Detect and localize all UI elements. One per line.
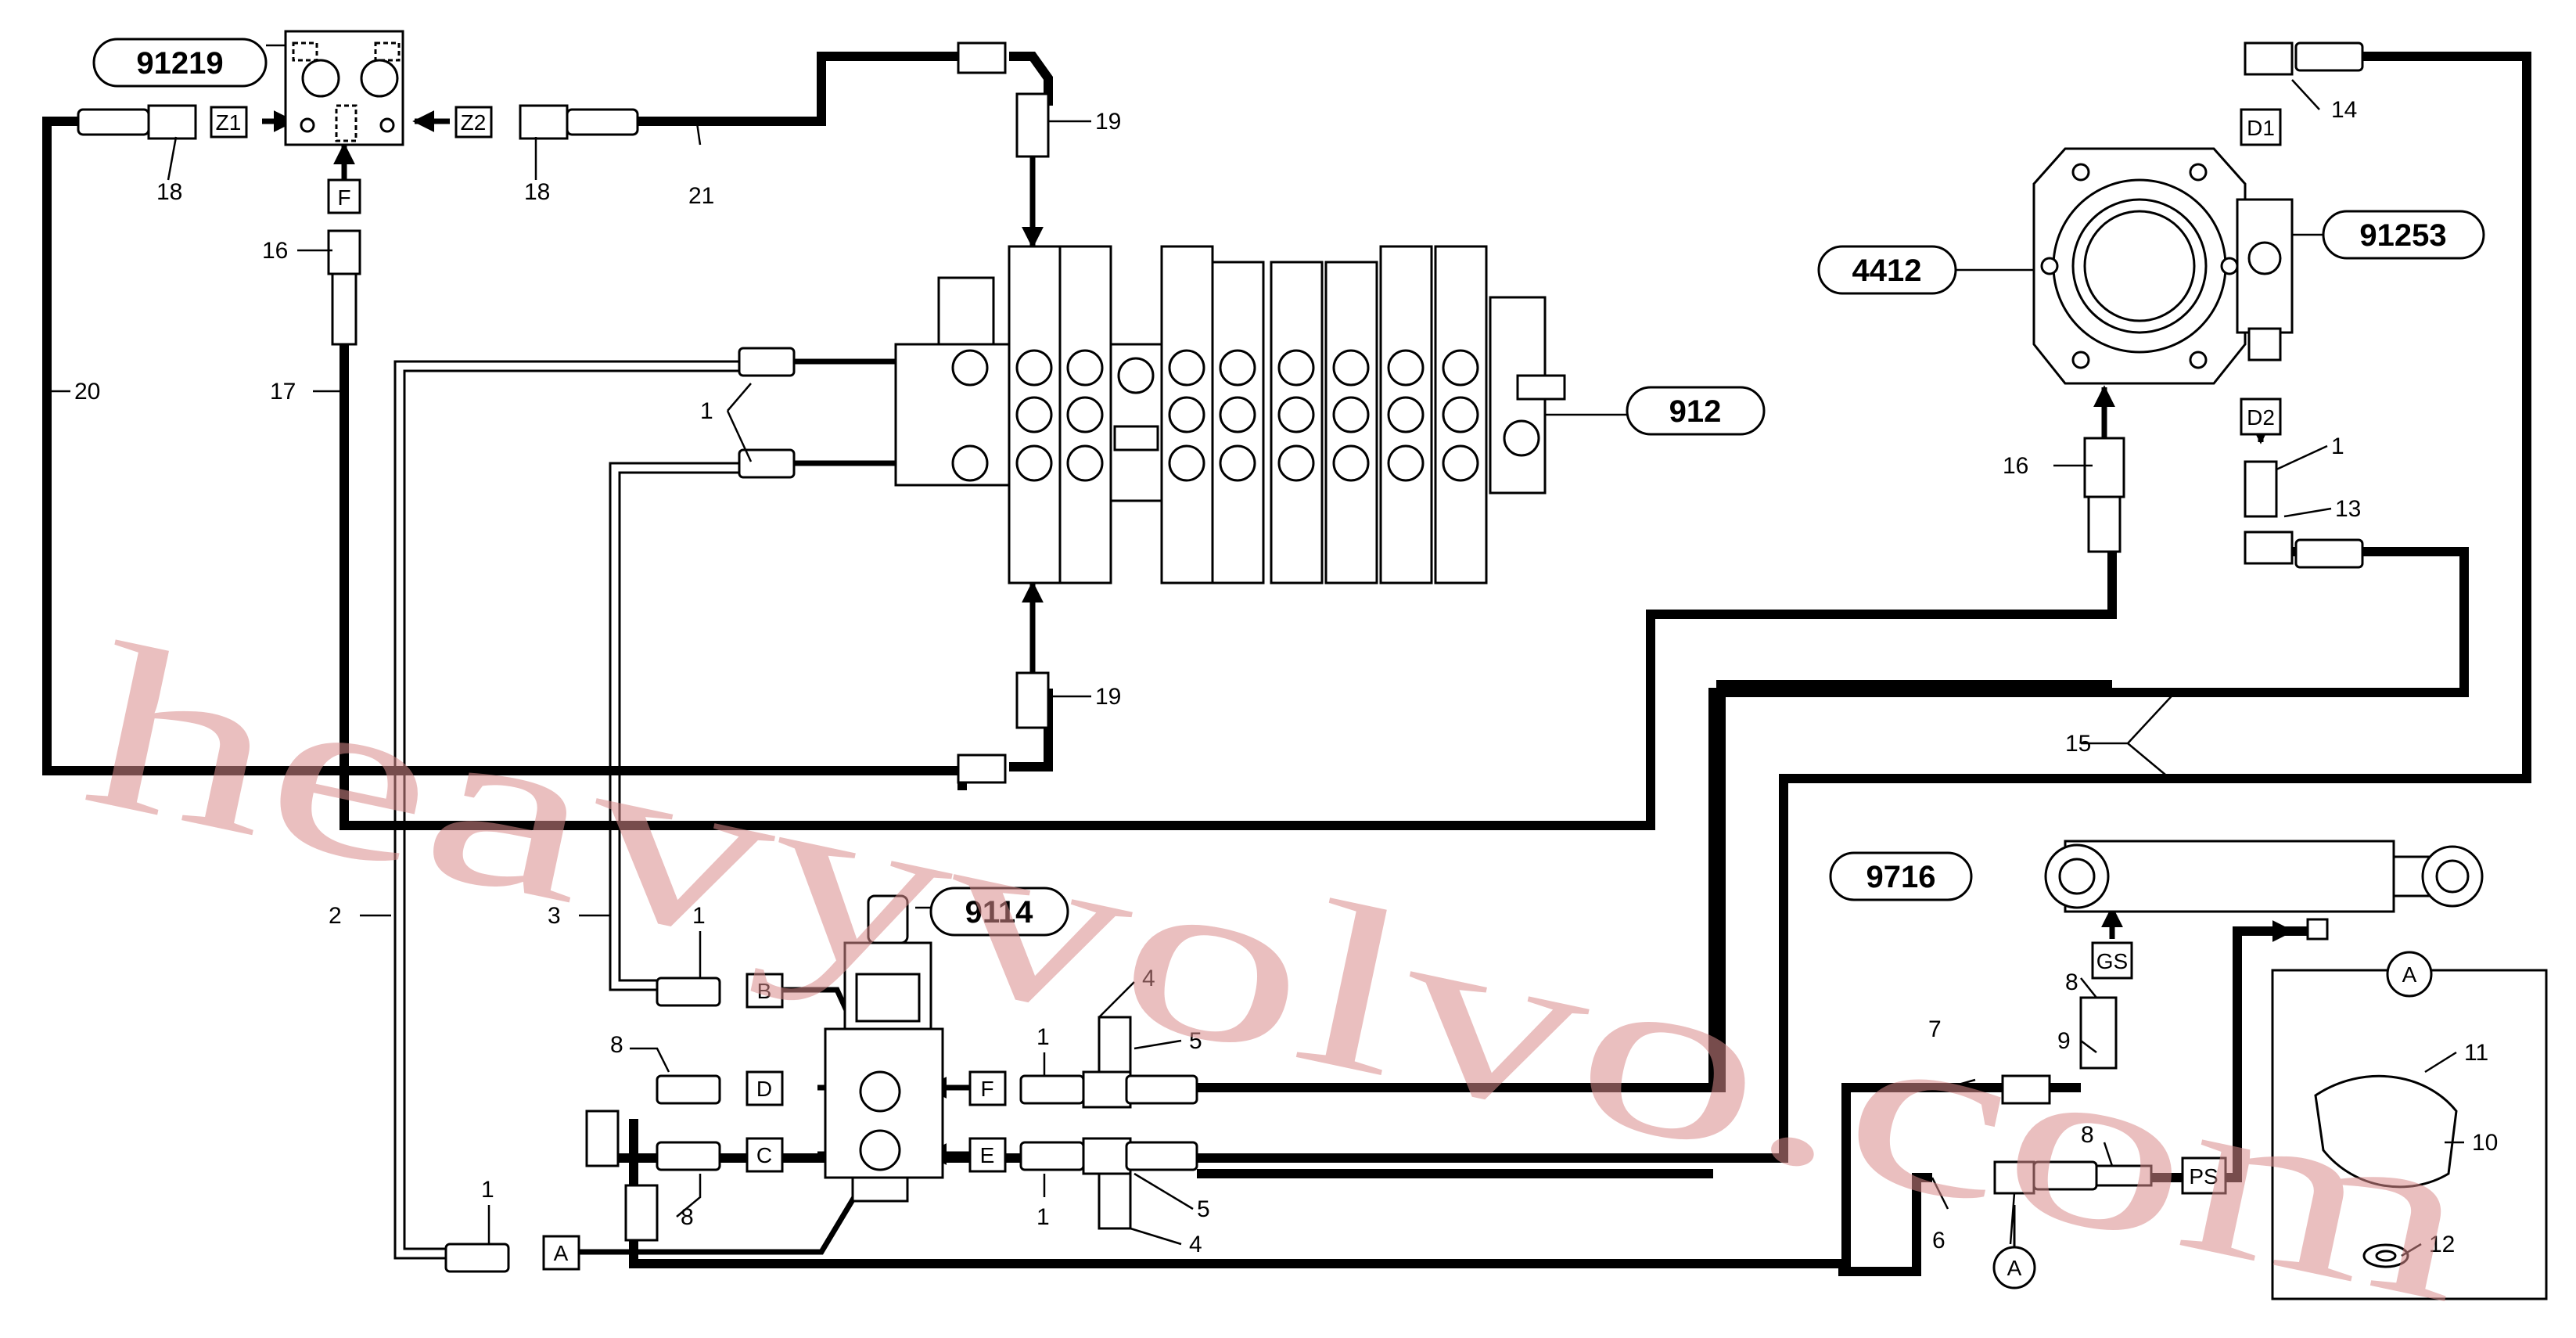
svg-text:91219: 91219 — [136, 46, 223, 81]
detail-a-marker: A — [1992, 1205, 2036, 1289]
callout-14: 14 — [2331, 97, 2357, 123]
callout-18a: 18 — [156, 179, 182, 205]
callout-1d: 1 — [1037, 1024, 1050, 1050]
callout-20: 20 — [74, 379, 100, 405]
pill-4412: 4412 — [1817, 245, 1957, 295]
port-b: B — [745, 973, 784, 1009]
svg-text:B: B — [757, 979, 772, 1003]
port-f-mid: F — [968, 1070, 1007, 1106]
port-z1: Z1 — [210, 106, 248, 138]
callout-19b: 19 — [1095, 684, 1121, 710]
callout-13: 13 — [2335, 496, 2361, 522]
callout-19a: 19 — [1095, 109, 1121, 135]
port-d1: D1 — [2240, 108, 2282, 146]
port-z2: Z2 — [454, 106, 493, 138]
fittings-9114 — [444, 977, 2153, 1273]
callout-1a: 1 — [700, 398, 713, 424]
leader-lines — [43, 44, 2464, 1257]
valve-9114 — [824, 894, 944, 1203]
callout-18b: 18 — [524, 179, 550, 205]
port-d2: D2 — [2240, 397, 2282, 436]
svg-text:F: F — [337, 185, 350, 210]
port-a: A — [542, 1235, 580, 1271]
svg-text:GS: GS — [2096, 949, 2128, 973]
svg-text:912: 912 — [1669, 394, 1722, 429]
callout-9: 9 — [2057, 1028, 2071, 1054]
svg-text:D1: D1 — [2247, 116, 2275, 140]
cylinder-9716 — [2044, 840, 2484, 941]
port-gs: GS — [2091, 941, 2133, 980]
callout-16b: 16 — [2003, 453, 2028, 479]
callout-16a: 16 — [262, 238, 288, 264]
callout-1b: 1 — [2331, 433, 2344, 459]
callout-3: 3 — [548, 903, 561, 929]
pill-91253: 91253 — [2322, 210, 2485, 260]
callout-21: 21 — [688, 183, 714, 209]
svg-text:C: C — [756, 1143, 772, 1167]
pilot-lines — [393, 360, 747, 1260]
callout-numbers: 18 18 21 19 19 16 20 17 1 14 16 1 13 15 … — [74, 97, 2498, 1257]
callout-5b: 5 — [1197, 1196, 1210, 1222]
svg-text:E: E — [980, 1143, 995, 1167]
fittings-top-left — [77, 41, 1050, 784]
callout-12: 12 — [2429, 1232, 2455, 1257]
callout-10: 10 — [2472, 1130, 2498, 1156]
block-91253 — [2236, 198, 2294, 361]
callout-7: 7 — [1928, 1016, 1942, 1042]
callout-15: 15 — [2065, 731, 2091, 757]
control-valve-912 — [894, 245, 1566, 584]
svg-text:9114: 9114 — [965, 895, 1034, 930]
fittings-right — [2083, 41, 2364, 569]
port-e: E — [968, 1137, 1007, 1173]
detail-a-label: A — [2386, 951, 2433, 998]
svg-text:A: A — [2402, 962, 2417, 987]
callout-1e: 1 — [1037, 1204, 1050, 1230]
block-91219 — [284, 30, 404, 146]
callout-11: 11 — [2464, 1040, 2488, 1066]
callout-1c: 1 — [692, 903, 706, 929]
port-ps: PS — [2181, 1156, 2227, 1195]
callout-4b: 4 — [1189, 1232, 1202, 1257]
svg-text:D: D — [756, 1077, 772, 1101]
pill-9716: 9716 — [1829, 851, 1973, 901]
svg-text:A: A — [554, 1241, 569, 1265]
fittings-pilot-inlet — [738, 347, 796, 479]
pill-912: 912 — [1626, 386, 1766, 436]
port-c: C — [745, 1137, 784, 1173]
callout-4a: 4 — [1142, 966, 1155, 991]
svg-text:Z2: Z2 — [461, 110, 487, 135]
callout-5a: 5 — [1189, 1028, 1202, 1054]
callout-8c: 8 — [2065, 969, 2078, 995]
callout-1f: 1 — [481, 1177, 494, 1203]
svg-text:A: A — [2007, 1256, 2022, 1280]
svg-text:Z1: Z1 — [216, 110, 242, 135]
detail-a-frame — [2271, 969, 2548, 1300]
callout-2: 2 — [329, 903, 342, 929]
callout-8b: 8 — [681, 1204, 694, 1230]
svg-text:91253: 91253 — [2359, 218, 2446, 253]
swing-motor-4412 — [2032, 147, 2247, 385]
callout-17: 17 — [270, 379, 296, 405]
port-f-top: F — [327, 178, 361, 214]
pill-9114: 9114 — [929, 887, 1069, 937]
callout-6: 6 — [1932, 1228, 1945, 1253]
pill-91219: 91219 — [92, 38, 268, 88]
callout-8a: 8 — [610, 1032, 623, 1058]
port-d: D — [745, 1070, 784, 1106]
svg-text:PS: PS — [2189, 1164, 2218, 1189]
svg-text:9716: 9716 — [1866, 860, 1936, 894]
svg-text:D2: D2 — [2247, 405, 2275, 430]
callout-8d: 8 — [2081, 1122, 2094, 1148]
svg-text:F: F — [980, 1077, 993, 1101]
svg-text:4412: 4412 — [1852, 254, 1922, 288]
